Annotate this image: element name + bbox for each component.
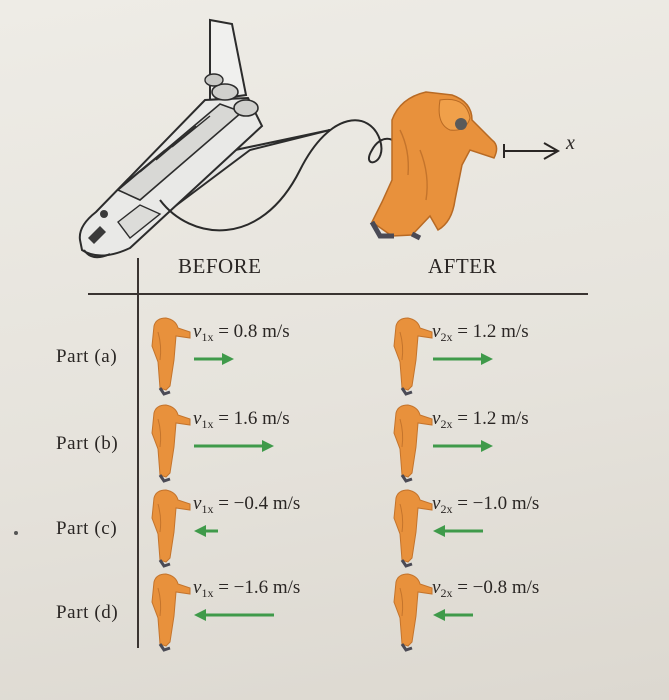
velocity-left-arrow-icon <box>433 609 473 621</box>
column-heading-after: AFTER <box>428 254 498 278</box>
velocity-value: 1.2 m/s <box>472 321 529 342</box>
space-shuttle-icon <box>78 18 331 259</box>
velocity-subscript: 1x <box>201 502 214 516</box>
label-column-divider <box>137 258 139 648</box>
astronaut-figure-icon <box>393 404 433 483</box>
velocity-symbol: v <box>432 321 441 342</box>
velocity-subscript: 2x <box>440 330 453 344</box>
velocity-subscript: 2x <box>440 502 453 516</box>
velocity-value: −1.6 m/s <box>233 577 301 598</box>
velocity-subscript: 2x <box>440 417 453 431</box>
velocity-value: 1.6 m/s <box>233 408 290 429</box>
astronaut-figure-icon <box>151 489 191 568</box>
velocity-after-label: v2x = 1.2 m/s <box>432 321 529 344</box>
velocity-value: −1.0 m/s <box>472 493 540 514</box>
velocity-after-label: v2x = −1.0 m/s <box>432 493 540 516</box>
velocity-after-label: v2x = 1.2 m/s <box>432 408 529 431</box>
velocity-symbol: v <box>432 577 441 598</box>
velocity-subscript: 1x <box>201 586 214 600</box>
velocity-right-arrow-icon <box>433 353 493 365</box>
scene-illustration <box>78 18 561 259</box>
velocity-right-arrow-icon <box>433 440 493 452</box>
velocity-before-label: v1x = 0.8 m/s <box>193 321 290 344</box>
velocity-right-arrow-icon <box>194 353 234 365</box>
velocity-symbol: v <box>432 493 441 514</box>
velocity-left-arrow-icon <box>194 609 274 621</box>
tether-line <box>159 119 401 232</box>
astronaut-figure-icon <box>151 404 191 483</box>
astronaut-figure-icon <box>151 317 191 396</box>
velocity-symbol: v <box>193 408 202 429</box>
velocity-value: 1.2 m/s <box>472 408 529 429</box>
velocity-symbol: v <box>193 577 202 598</box>
x-axis-arrow-icon <box>503 142 561 160</box>
astronaut-figure-icon <box>393 317 433 396</box>
velocity-subscript: 2x <box>440 586 453 600</box>
velocity-value: −0.8 m/s <box>472 577 540 598</box>
velocity-before-label: v1x = −0.4 m/s <box>193 493 301 516</box>
stray-mark <box>14 531 18 535</box>
velocity-symbol: v <box>193 493 202 514</box>
x-axis-label: x <box>566 132 575 154</box>
part-label: Part (b) <box>56 433 119 454</box>
velocity-left-arrow-icon <box>433 525 483 537</box>
header-divider <box>88 293 588 295</box>
part-label: Part (d) <box>56 602 119 623</box>
astronaut-figure-icon <box>151 573 191 652</box>
astronaut-figure-icon <box>393 489 433 568</box>
velocity-left-arrow-icon <box>194 525 218 537</box>
velocity-symbol: v <box>193 321 202 342</box>
velocity-value: 0.8 m/s <box>233 321 290 342</box>
velocity-after-label: v2x = −0.8 m/s <box>432 577 540 600</box>
velocity-value: −0.4 m/s <box>233 493 301 514</box>
astronaut-figure-icon <box>393 573 433 652</box>
velocity-before-label: v1x = −1.6 m/s <box>193 577 301 600</box>
part-label: Part (c) <box>56 518 118 539</box>
velocity-right-arrow-icon <box>194 440 274 452</box>
velocity-symbol: v <box>432 408 441 429</box>
astronaut-icon <box>369 91 498 241</box>
velocity-subscript: 1x <box>201 330 214 344</box>
part-label: Part (a) <box>56 346 118 367</box>
velocity-before-label: v1x = 1.6 m/s <box>193 408 290 431</box>
column-heading-before: BEFORE <box>178 254 262 278</box>
velocity-subscript: 1x <box>201 417 214 431</box>
